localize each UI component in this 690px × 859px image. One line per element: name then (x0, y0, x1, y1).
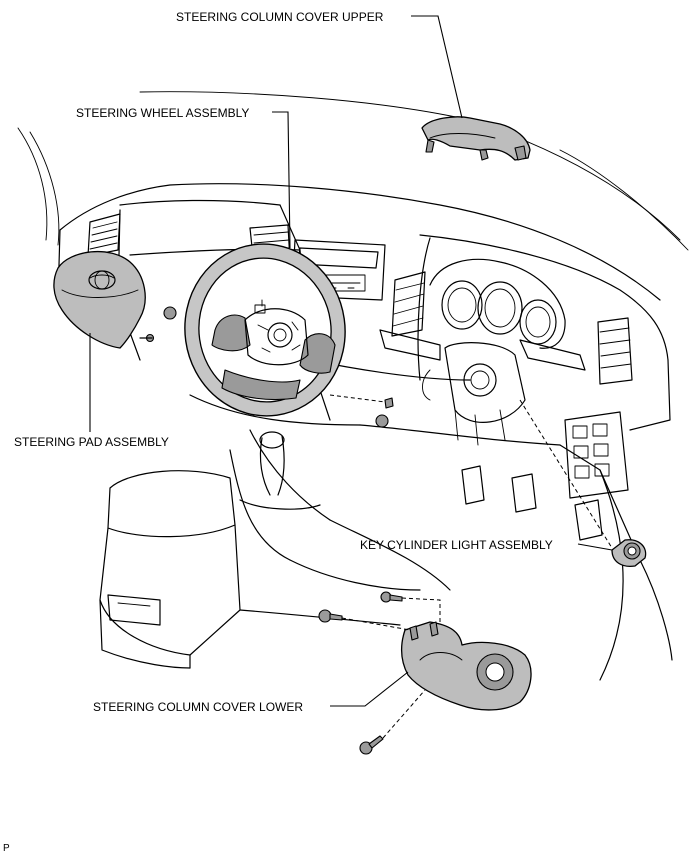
label-steering-pad-assembly: STEERING PAD ASSEMBLY (14, 435, 169, 449)
center-console (99, 470, 401, 669)
vent-right (597, 317, 633, 385)
label-steering-column-cover-lower: STEERING COLUMN COVER LOWER (93, 700, 303, 714)
label-key-cylinder-light-assembly: KEY CYLINDER LIGHT ASSEMBLY (360, 538, 553, 552)
dashboard-outline (17, 91, 689, 681)
dash-bolts (139, 306, 394, 428)
vent-left (87, 213, 121, 257)
vent-center-right (391, 271, 426, 337)
instrument-cluster (429, 258, 566, 349)
footer-code: P (3, 843, 10, 854)
steering-wheel-assembly (184, 243, 346, 417)
steering-pad-assembly (53, 250, 146, 349)
key-cylinder-light-assembly (519, 399, 647, 568)
switch-panel-right (564, 411, 629, 499)
label-steering-column-cover-upper: STEERING COLUMN COVER UPPER (176, 10, 384, 24)
leader-lines (89, 15, 613, 707)
steering-column-cover-lower (400, 621, 532, 711)
screw-icon (318, 609, 332, 623)
label-steering-wheel-assembly: STEERING WHEEL ASSEMBLY (76, 106, 249, 120)
steering-column-cover-upper (421, 116, 531, 161)
shift-lever (239, 431, 321, 510)
cover-screws (318, 591, 441, 755)
pedals (461, 465, 603, 541)
combination-switch (379, 329, 586, 446)
